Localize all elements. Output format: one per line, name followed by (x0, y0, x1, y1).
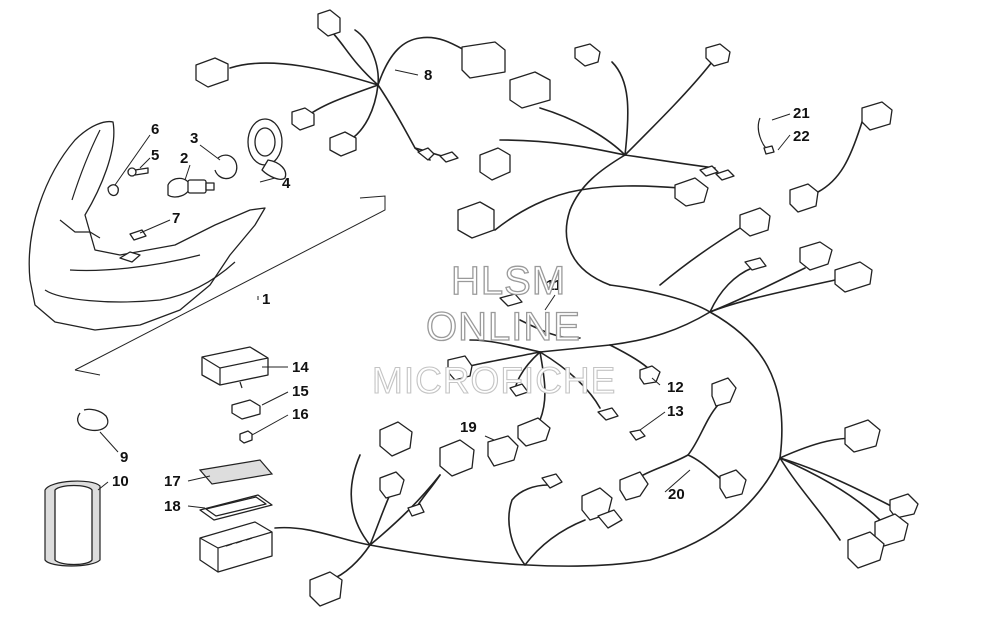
connector-center-block (509, 71, 551, 109)
connector-center-11 (499, 293, 523, 307)
sleeve-10 (44, 480, 101, 567)
connector-center-left (447, 355, 473, 381)
connector-right-lower-1 (844, 419, 881, 453)
callout-6: 6 (151, 121, 159, 138)
callout-19: 19 (460, 419, 477, 436)
connector-right-3 (834, 261, 873, 293)
connector-top-left (317, 9, 341, 37)
callout-11: 11 (546, 277, 562, 294)
watermark-line-1: HLSM (451, 259, 566, 303)
callout-labels: 1 2 3 4 5 6 7 8 9 10 11 12 13 14 15 16 1… (112, 67, 810, 515)
watermark-line-2: ONLINE (426, 305, 581, 349)
ring-9 (77, 408, 109, 432)
connector-lower-middle-cluster (541, 473, 623, 529)
connector-22-top (861, 101, 893, 131)
connector-12 (639, 365, 661, 385)
connector-lower-left-cluster (309, 421, 475, 607)
callout-4: 4 (282, 175, 291, 192)
relay-box (201, 346, 269, 389)
connector-22-bottom (789, 121, 863, 213)
headlight-frame-outline (74, 195, 386, 376)
bulb (167, 177, 215, 198)
callout-20: 20 (668, 486, 685, 503)
connector-8-block (461, 41, 506, 79)
leader-lines (97, 69, 791, 509)
callout-9: 9 (120, 449, 128, 466)
callout-21: 21 (793, 105, 810, 122)
connector-mid-right (674, 177, 709, 207)
connector-20-cluster (619, 377, 747, 501)
fuse-15 (231, 399, 261, 420)
connector-13 (629, 429, 646, 441)
connector-left-large (195, 57, 229, 88)
fuse-16 (239, 430, 253, 444)
callout-18: 18 (164, 498, 181, 515)
fuse-block (199, 521, 273, 573)
callout-13: 13 (667, 403, 684, 420)
callout-7: 7 (172, 210, 180, 227)
connector-8-terminal (417, 147, 459, 163)
connector-8-small (329, 131, 357, 157)
callout-22: 22 (793, 128, 810, 145)
connector-21-clip (757, 117, 775, 155)
callout-1: 1 (262, 291, 270, 308)
connector-center-2 (479, 147, 511, 181)
connector-right-1 (739, 207, 771, 237)
connector-right-lower-2 (889, 493, 919, 519)
callout-5: 5 (151, 147, 159, 164)
rubber-boot (247, 118, 287, 180)
connector-19 (487, 435, 519, 467)
connector-8-mid (291, 107, 315, 131)
bulb-retainer-ring (214, 154, 238, 180)
fuse-cover-18 (199, 494, 273, 521)
callout-16: 16 (292, 406, 309, 423)
callout-3: 3 (190, 130, 198, 147)
fuse-label-17 (198, 459, 274, 485)
headlight-housing (28, 120, 266, 331)
watermark-line-3: MICROFICHE (372, 360, 616, 401)
connector-terminal-pair (699, 165, 735, 181)
callout-17: 17 (164, 473, 181, 490)
connector-upper-right-2 (705, 43, 731, 67)
watermark: HLSM ONLINE MICROFICHE (371, 258, 616, 401)
connector-right-2 (799, 241, 833, 271)
connector-central-lower (509, 383, 619, 447)
callout-2: 2 (180, 150, 188, 167)
callout-14: 14 (292, 359, 309, 376)
callout-10: 10 (112, 473, 129, 490)
connector-right-terminal (744, 257, 767, 271)
connector-right-lower-4 (847, 531, 885, 569)
callout-12: 12 (667, 379, 684, 396)
screw-part (127, 167, 149, 177)
connector-center-3 (457, 201, 495, 239)
clip-part (107, 184, 119, 197)
connector-upper-right-1 (574, 43, 601, 67)
callout-15: 15 (292, 383, 309, 400)
callout-8: 8 (424, 67, 432, 84)
